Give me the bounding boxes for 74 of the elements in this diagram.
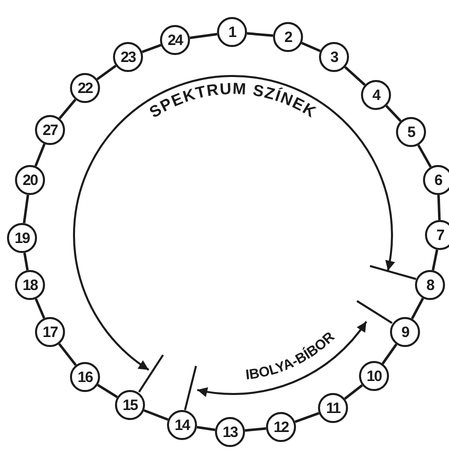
arc-arrow (73, 75, 394, 371)
circle-number: 13 (222, 424, 238, 440)
circle-number: 7 (436, 228, 444, 242)
numbered-circle (390, 317, 420, 347)
connector-line (96, 64, 117, 80)
connector-line (432, 249, 438, 271)
connector-line (410, 298, 424, 320)
circle-number: 9 (401, 324, 409, 340)
circle-number: 14 (174, 418, 190, 432)
numbered-circle (273, 22, 303, 52)
connector-line (144, 409, 168, 421)
arc-arrow (197, 321, 368, 396)
numbered-circle (215, 417, 245, 447)
circle-number: 16 (78, 370, 92, 384)
circle-number: 6 (434, 172, 442, 188)
numbered-circle (115, 390, 145, 420)
connector-line (22, 194, 30, 224)
numbered-circle (415, 270, 445, 300)
circle-number: 4 (372, 88, 380, 102)
circle-number: 5 (407, 124, 415, 140)
circle-number: 11 (326, 400, 340, 416)
numbered-circle (396, 117, 426, 147)
circle-number: 18 (22, 278, 38, 292)
numbered-circle (70, 362, 100, 392)
circle-number: 24 (168, 32, 182, 48)
numbered-circle (113, 42, 143, 72)
circle-number: 27 (42, 122, 58, 138)
circle-number: 15 (122, 398, 138, 412)
connector-line (244, 427, 266, 432)
numbered-circle (319, 42, 349, 72)
connector-line (344, 66, 366, 86)
numbered-circle (361, 80, 391, 110)
numbered-circle (15, 165, 45, 195)
circle-number: 10 (366, 368, 382, 384)
numbered-circle (425, 220, 449, 250)
connector-line (58, 343, 77, 366)
connector-line (246, 32, 274, 37)
circle-number: 20 (22, 172, 38, 188)
numbered-circle (35, 115, 65, 145)
numbered-circle (15, 270, 45, 300)
connector-line (142, 44, 162, 54)
circle-number: 19 (14, 230, 30, 246)
numbered-circle (423, 165, 449, 195)
numbered-circle (318, 393, 348, 423)
connector-line (294, 412, 320, 424)
connector-line (417, 144, 432, 168)
connector-line (34, 298, 46, 319)
numbered-circle (70, 73, 100, 103)
circle-number: 1 (228, 24, 236, 40)
circle-number: 12 (274, 420, 288, 434)
connector-line (190, 32, 218, 40)
numbered-circle (35, 317, 65, 347)
connector-line (34, 143, 46, 167)
connector-line (97, 384, 118, 398)
circle-number: 23 (120, 50, 136, 64)
numbered-circle (167, 410, 197, 440)
connector-line (301, 42, 321, 52)
connector-line (344, 384, 363, 400)
connector-line (196, 426, 216, 432)
circle-number: 2 (284, 30, 292, 44)
connector-line (58, 98, 76, 120)
numbered-circle (160, 25, 190, 55)
circle-number: 8 (426, 278, 434, 292)
numbered-circle (217, 17, 247, 47)
numbered-circle (359, 361, 389, 391)
connector-line (385, 105, 402, 122)
connector-line (23, 252, 29, 270)
circle-number: 17 (42, 324, 58, 340)
connector-line (382, 344, 398, 364)
connector-line (437, 194, 441, 220)
numbered-circle (7, 223, 37, 253)
circle-number: 22 (78, 80, 92, 96)
circle-number: 3 (330, 50, 338, 64)
numbered-circle (266, 412, 296, 442)
